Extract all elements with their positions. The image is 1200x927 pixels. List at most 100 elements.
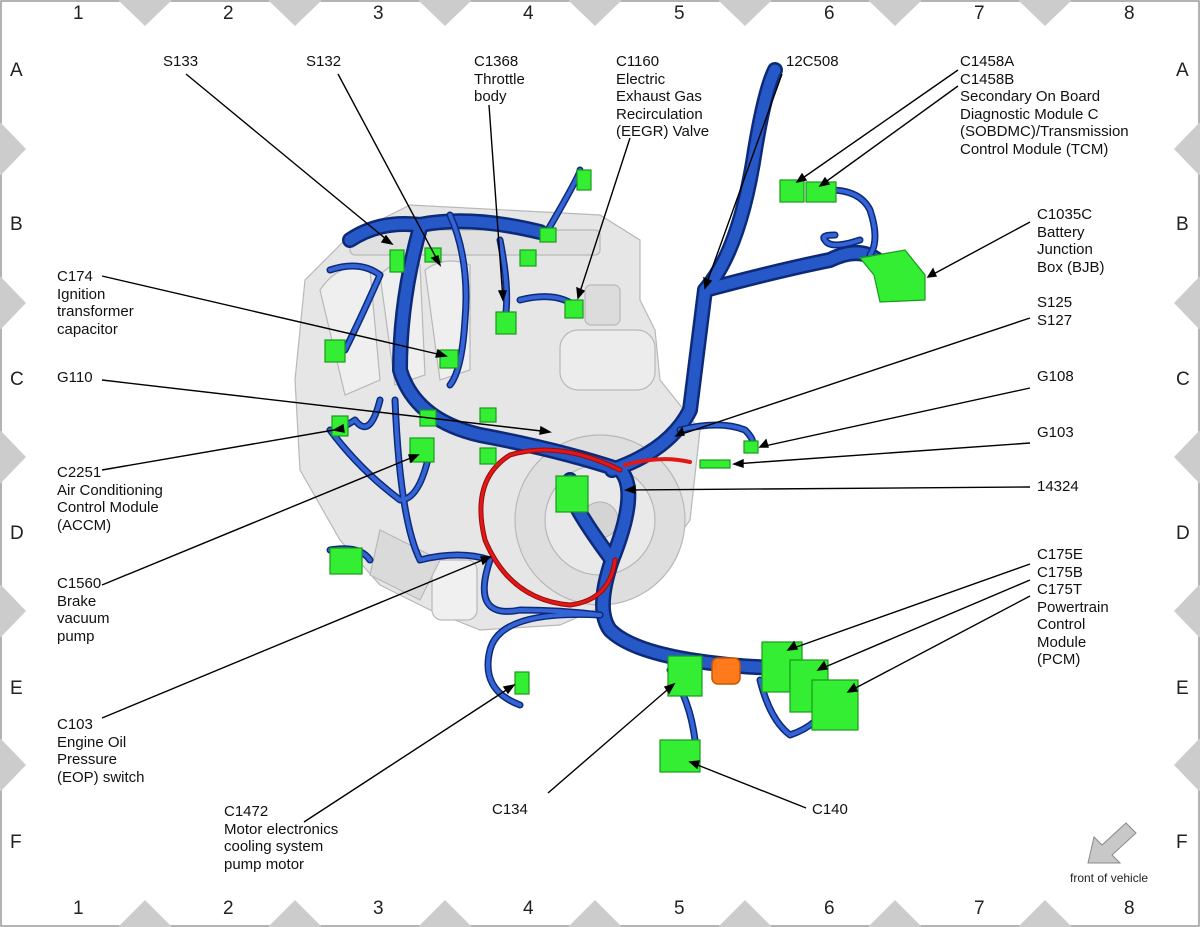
row-label-left: F (10, 832, 22, 853)
callout-line: Pressure (57, 751, 118, 768)
callout-line: Control (1037, 616, 1086, 633)
row-label-left: D (10, 523, 24, 544)
callout-line: vacuum (57, 610, 110, 627)
callout-line: C1560 (57, 575, 102, 592)
callout-line: pump motor (224, 855, 305, 873)
callout-s132: S132 (306, 53, 341, 71)
callout-g110: G110 (57, 369, 93, 387)
row-label-right: B (1176, 214, 1189, 235)
callout-line: Electric (616, 70, 666, 88)
row-label-right: D (1176, 523, 1190, 544)
col-label-bottom: 7 (974, 898, 985, 919)
callout-line: Junction (1037, 241, 1093, 258)
callout-line: C175T (1037, 581, 1083, 598)
callout-line: G110 (57, 369, 93, 386)
col-label-bottom: 5 (674, 898, 685, 919)
callout-line: 12C508 (786, 53, 839, 70)
callout-line: Brake (57, 592, 97, 610)
callout-c140: C140 (812, 801, 848, 819)
row-label-left: E (10, 678, 23, 699)
callout-line: (ACCM) (57, 516, 112, 534)
row-label-left: B (10, 214, 23, 235)
callout-line: Diagnostic Module C (960, 105, 1099, 123)
col-label-bottom: 8 (1124, 898, 1135, 919)
col-label-bottom: 2 (223, 898, 234, 919)
callout-line: G108 (1037, 368, 1074, 385)
callout-line: G103 (1037, 424, 1074, 441)
callout-line: Engine Oil (57, 733, 127, 751)
callout-line: Air Conditioning (57, 481, 163, 499)
callout-line: Recirculation (616, 105, 703, 123)
callout-line: C1368 (474, 53, 519, 70)
callout-line: C175B (1037, 563, 1083, 581)
callout-line: S125 (1037, 294, 1073, 311)
callout-line: capacitor (57, 320, 118, 338)
front-of-vehicle-label: front of vehicle (1070, 871, 1149, 885)
callout-line: Box (BJB) (1037, 258, 1105, 276)
callout-line: C1160 (616, 53, 660, 70)
callout-line: pump (57, 627, 95, 645)
callout-line: Ignition (57, 285, 106, 303)
callout-line: 14324 (1037, 478, 1079, 495)
callout-line: cooling system (224, 838, 324, 855)
row-label-right: A (1176, 60, 1189, 81)
callout-line: S132 (306, 53, 342, 70)
col-label-top: 6 (824, 3, 835, 24)
row-label-left: A (10, 60, 23, 81)
callout-line: C1472 (224, 803, 269, 820)
col-label-top: 4 (523, 3, 534, 24)
callout-12c508: 12C508 (786, 53, 839, 71)
callout-line: Exhaust Gas (616, 88, 702, 105)
callout-line: (PCM) (1037, 651, 1081, 668)
callout-line: C175E (1037, 546, 1083, 563)
callout-line: Powertrain (1037, 598, 1109, 616)
grommet (711, 657, 741, 685)
arrow-down-left-icon (1087, 822, 1137, 864)
callout-line: transformer (57, 303, 134, 320)
callout-line: C1035C (1037, 206, 1093, 223)
callout-line: C1458A (960, 53, 1015, 70)
col-label-top: 7 (974, 3, 985, 24)
callout-line: (EOP) switch (57, 768, 145, 786)
callout-line: Motor electronics (224, 820, 339, 838)
col-label-bottom: 4 (523, 898, 534, 919)
callout-line: Control Module (57, 499, 159, 516)
callout-line: Throttle (474, 70, 525, 88)
callout-g103: G103 (1037, 424, 1074, 442)
row-label-left: C (10, 369, 24, 390)
callout-line: C140 (812, 801, 848, 818)
col-label-top: 3 (373, 3, 384, 24)
col-label-top: 1 (73, 3, 84, 24)
col-label-top: 2 (223, 3, 234, 24)
callout-line: (SOBDMC)/Transmission (960, 123, 1129, 140)
callout-line: Battery (1037, 223, 1085, 241)
callout-line: Module (1037, 633, 1087, 651)
col-label-bottom: 6 (824, 898, 835, 919)
row-label-right: F (1176, 832, 1188, 853)
callout-line: C2251 (57, 464, 102, 481)
col-label-top: 5 (674, 3, 685, 24)
callout-14324: 14324 (1037, 478, 1079, 496)
leader-lines (101, 69, 1031, 823)
callout-line: S133 (163, 53, 199, 70)
callout-c134: C134 (492, 801, 528, 819)
callout-line: C134 (492, 801, 528, 818)
wiring-harness (326, 62, 888, 764)
col-label-top: 8 (1124, 3, 1135, 24)
callout-line: (EEGR) Valve (616, 123, 710, 140)
callout-line: S127 (1037, 311, 1073, 329)
